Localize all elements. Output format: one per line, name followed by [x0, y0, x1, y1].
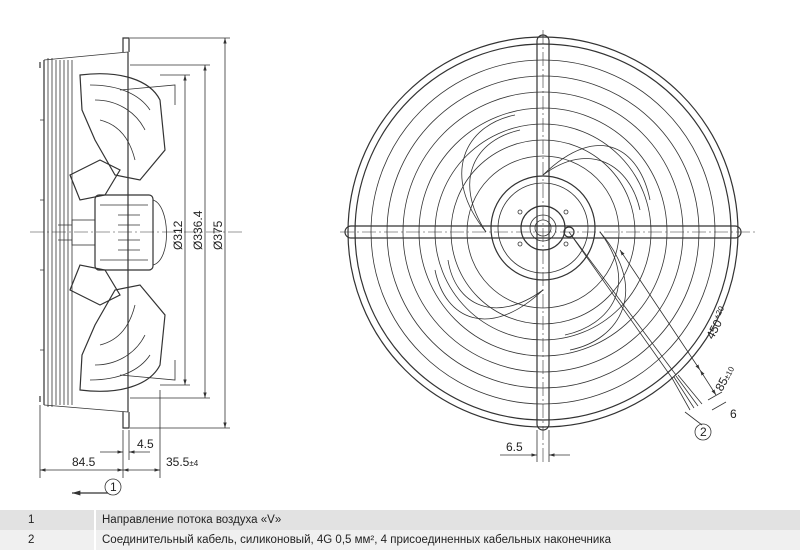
diameter-dims: [130, 37, 230, 429]
dim-cable-450: 450+20: [702, 304, 731, 341]
dim-strut-6-5: 6.5: [506, 440, 523, 454]
guard-ring: [370, 59, 716, 405]
front-view: 450+20 85±10 6 2 6.5: [340, 30, 755, 465]
side-view: Ø312 Ø336.4 Ø375 84.5 4.5 35.5±4 1: [30, 37, 245, 496]
legend-row: 1 Направление потока воздуха «V»: [0, 510, 800, 530]
dim-cable-85-value: 85: [712, 375, 731, 394]
technical-drawing: Ø312 Ø336.4 Ø375 84.5 4.5 35.5±4 1: [30, 30, 755, 496]
airflow-arrow: [72, 478, 122, 496]
guard-ring: [386, 75, 700, 389]
dim-cable-450-tol: +20: [712, 304, 727, 321]
guard-ring: [466, 155, 620, 309]
motor-hub-side: [58, 194, 167, 271]
legend-text: Соединительный кабель, силиконовый, 4G 0…: [95, 530, 800, 550]
dim-width-35-5-tol: ±4: [189, 459, 198, 468]
dim-width-35-5-value: 35.5: [166, 455, 190, 469]
fan-blades-side: [69, 73, 176, 392]
width-dims: [39, 390, 161, 478]
dim-diameter-312: Ø312: [171, 220, 185, 250]
guard-side: [39, 51, 129, 413]
guard-rings: [347, 36, 739, 428]
motor-hub-front: [490, 175, 596, 281]
guard-ring: [354, 43, 732, 421]
dim-diameter-375: Ø375: [211, 220, 225, 250]
guard-ring: [418, 107, 668, 357]
callout-2: 2: [700, 425, 707, 439]
legend-row: 2 Соединительный кабель, силиконовый, 4G…: [0, 530, 800, 550]
guard-ring: [434, 123, 652, 341]
dim-cable-85-tol: ±10: [722, 365, 736, 381]
guard-ring: [347, 36, 739, 428]
legend-table: 1 Направление потока воздуха «V» 2 Соеди…: [0, 510, 800, 550]
dim-width-35-5: 35.5±4: [166, 455, 199, 469]
strut-width-dim: [500, 430, 570, 462]
legend-number: 2: [0, 530, 96, 550]
dim-cable-85: 85±10: [712, 363, 737, 394]
cable-dims: [619, 249, 727, 411]
dim-diameter-336-4: Ø336.4: [191, 210, 205, 250]
legend-number: 1: [0, 510, 96, 530]
callout-2-circle: [694, 423, 712, 441]
guard-struts: [344, 34, 742, 431]
dim-width-4-5: 4.5: [137, 437, 154, 451]
dim-width-84-5: 84.5: [72, 455, 96, 469]
guard-ring: [450, 139, 636, 325]
flange-side: [122, 37, 130, 429]
guard-ring: [402, 91, 684, 373]
legend-text: Направление потока воздуха «V»: [95, 510, 800, 530]
dim-cable-6: 6: [730, 407, 737, 421]
fan-blades-front: [434, 114, 651, 351]
callout-1: 1: [110, 480, 117, 494]
